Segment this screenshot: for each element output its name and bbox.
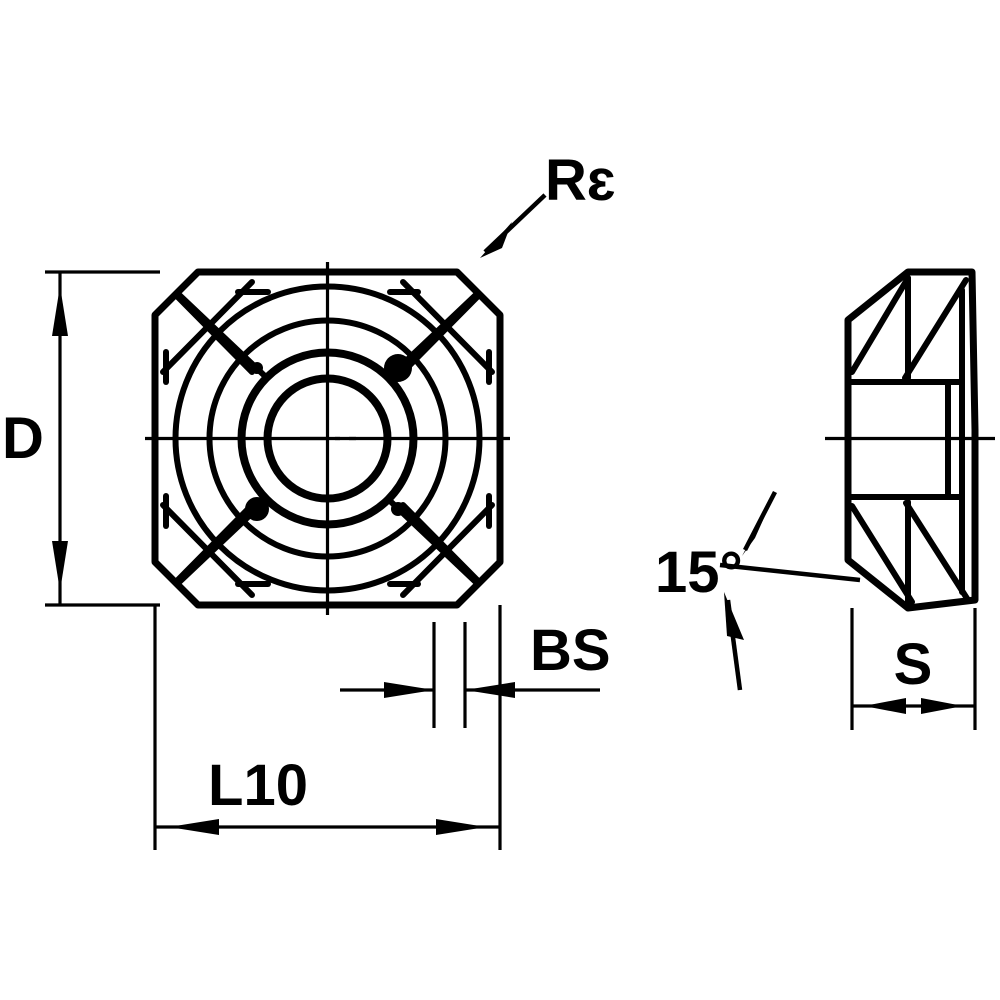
insert-outline [151,268,504,609]
corner-radius-callout: Rɛ [480,148,616,258]
groove-junction-nodes [245,354,412,521]
dimension-L10: L10 [153,605,502,850]
dimension-D: D [2,270,160,607]
side-view-outline [844,268,979,612]
flat-tick-marks [163,289,492,587]
d-arrow-top [52,286,68,336]
l10-arrow-right [436,819,486,835]
bs-arrow-left [384,682,434,698]
angle-arrow-upper [742,500,772,556]
side-bottom-relief-facets [849,500,971,605]
side-view-group [825,268,995,612]
dimension-S: S [850,608,977,730]
angle-leader-upper [743,490,777,552]
angle-arrow-lower [724,592,744,640]
angle-reference-line [719,562,861,583]
bs-arrow-right [465,682,515,698]
dimension-BS: BS [340,618,611,728]
angle-callout-15: 15° [655,490,861,691]
side-top-relief-facets [849,275,969,381]
s-arrow-right [921,698,963,714]
angle-label: 15° [655,540,743,605]
l10-label: L10 [208,753,308,818]
d-label: D [2,406,44,471]
l10-arrow-left [169,819,219,835]
top-view-group [145,262,510,615]
bs-label: BS [530,618,611,683]
re-label: Rɛ [545,148,616,213]
s-arrow-left [864,698,906,714]
s-label: S [894,632,933,697]
re-leader-arrowhead [480,222,512,258]
d-arrow-bottom [52,541,68,591]
